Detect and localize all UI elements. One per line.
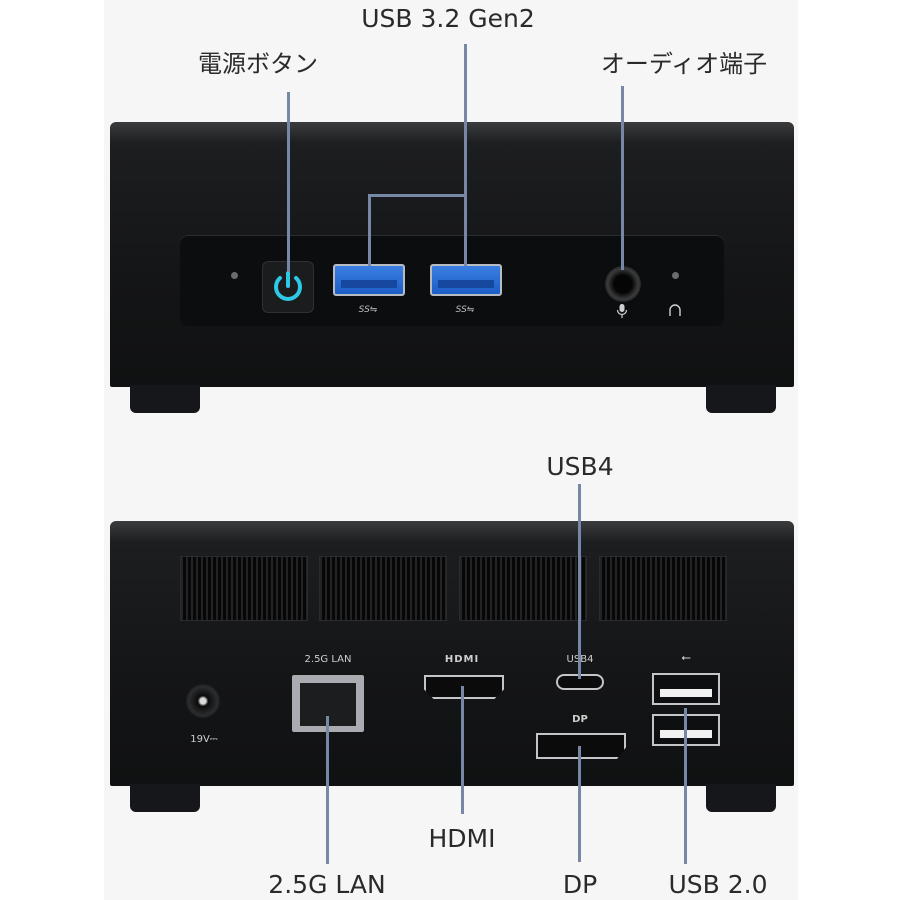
front-led-left (231, 272, 238, 279)
hdmi-port-label: HDMI (444, 654, 480, 665)
usb32-port-2 (430, 264, 502, 296)
front-foot-right (706, 385, 776, 413)
hdmi-label: HDMI (428, 824, 496, 853)
usb4-leader-line (578, 484, 581, 679)
usb20-label: USB 2.0 (668, 870, 768, 899)
lan-leader-line (326, 716, 329, 864)
hdmi-port (424, 675, 504, 699)
usb32-leader-line-branch (368, 194, 467, 197)
vent-1 (180, 556, 308, 621)
usb32-leader-line-left (368, 194, 371, 266)
dc-power-jack (186, 684, 220, 718)
front-led-right (672, 272, 679, 279)
power-leader-line (287, 92, 290, 272)
dp-label: DP (562, 870, 598, 899)
audio-leader-line (621, 86, 624, 270)
power-icon (274, 271, 302, 301)
front-foot-left (130, 385, 200, 413)
usb32-leader-line-main (464, 44, 467, 266)
lan-port-label: 2.5G LAN (304, 654, 352, 665)
hdmi-leader-line (461, 686, 464, 814)
dp-leader-line (578, 746, 581, 862)
microphone-icon (616, 304, 628, 318)
usb32-port-1 (333, 264, 405, 296)
rear-foot-right (706, 784, 776, 812)
usb-symbol: ⭠ (681, 650, 691, 664)
usb32-label: USB 3.2 Gen2 (361, 4, 535, 33)
audio-jack-label: オーディオ端子 (600, 50, 768, 78)
rear-chassis-top (110, 521, 794, 543)
power-button-label: 電源ボタン (198, 50, 318, 78)
rear-foot-left (130, 784, 200, 812)
usb20-port-1 (652, 673, 720, 705)
lan-label: 2.5G LAN (268, 870, 386, 899)
ss-logo-2: SS⇋ (455, 305, 475, 315)
vent-3 (459, 556, 587, 621)
voltage-label: 19V⎓ (190, 734, 218, 745)
dp-port (536, 733, 626, 759)
audio-jack (605, 266, 641, 302)
vent-2 (319, 556, 447, 621)
front-chassis-top (110, 122, 794, 144)
ss-logo-1: SS⇋ (358, 305, 378, 315)
headphone-icon (669, 304, 681, 316)
vent-4 (599, 556, 727, 621)
usb20-leader-line (684, 708, 687, 864)
dp-port-label: DP (572, 714, 588, 725)
usb4-label: USB4 (546, 452, 614, 481)
